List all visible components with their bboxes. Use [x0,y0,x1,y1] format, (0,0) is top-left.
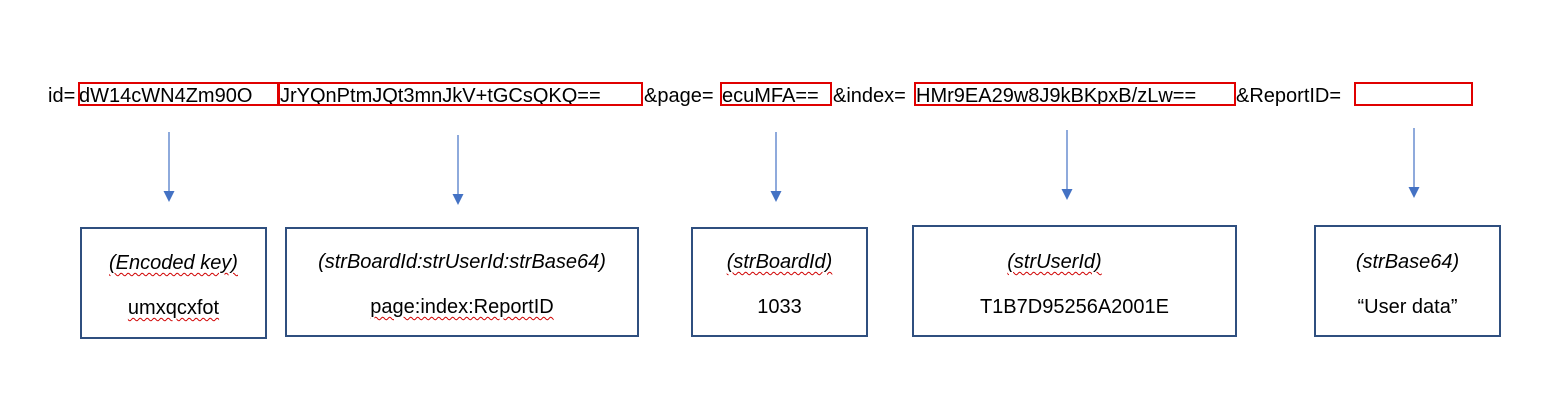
highlight-reportid [1354,82,1473,106]
highlight-combined [278,82,643,106]
box-base64-label: (strBase64) [1355,251,1460,273]
box-encoded-key-label: (Encoded key) [109,252,238,274]
url-param-page: &page= [644,85,714,107]
arrow-encoded-key [163,132,175,202]
box-board-id: (strBoardId) 1033 [691,227,868,337]
arrow-user-id [1061,130,1073,200]
url-segment-combined: JrYQnPtmJQt3mnJkV+tGCsQKQ== [280,85,601,107]
box-user-id: (strUserId) T1B7D95256A2001E [912,225,1237,337]
url-segment-page: ecuMFA== [722,85,819,107]
box-combined-value: page:index:ReportID [370,296,554,318]
url-segment-index: HMr9EA29w8J9kBKpxB/zLw== [916,85,1197,107]
box-user-id-label: (strUserId) [1007,251,1102,273]
highlight-page [720,82,832,106]
box-combined-label: (strBoardId:strUserId:strBase64) [318,251,606,273]
url-param-reportid: &ReportID= [1236,85,1342,107]
url-prefix-id: id= [48,85,76,107]
url-segment-encoded-key: dW14cWN4Zm90O [79,85,253,107]
box-encoded-key-value: umxqcxfot [127,297,220,319]
box-combined: (strBoardId:strUserId:strBase64) page:in… [285,227,639,337]
box-board-id-value: 1033 [757,296,802,318]
box-user-id-value: T1B7D95256A2001E [979,296,1170,318]
url-param-index: &index= [833,85,906,107]
box-base64-value: “User data” [1357,296,1458,318]
box-encoded-key: (Encoded key) umxqcxfot [80,227,267,339]
highlight-index [914,82,1236,106]
arrow-combined [452,135,464,205]
box-base64: (strBase64) “User data” [1314,225,1501,337]
arrow-base64 [1408,128,1420,198]
box-board-id-label: (strBoardId) [726,251,833,273]
arrow-board-id [770,132,782,202]
